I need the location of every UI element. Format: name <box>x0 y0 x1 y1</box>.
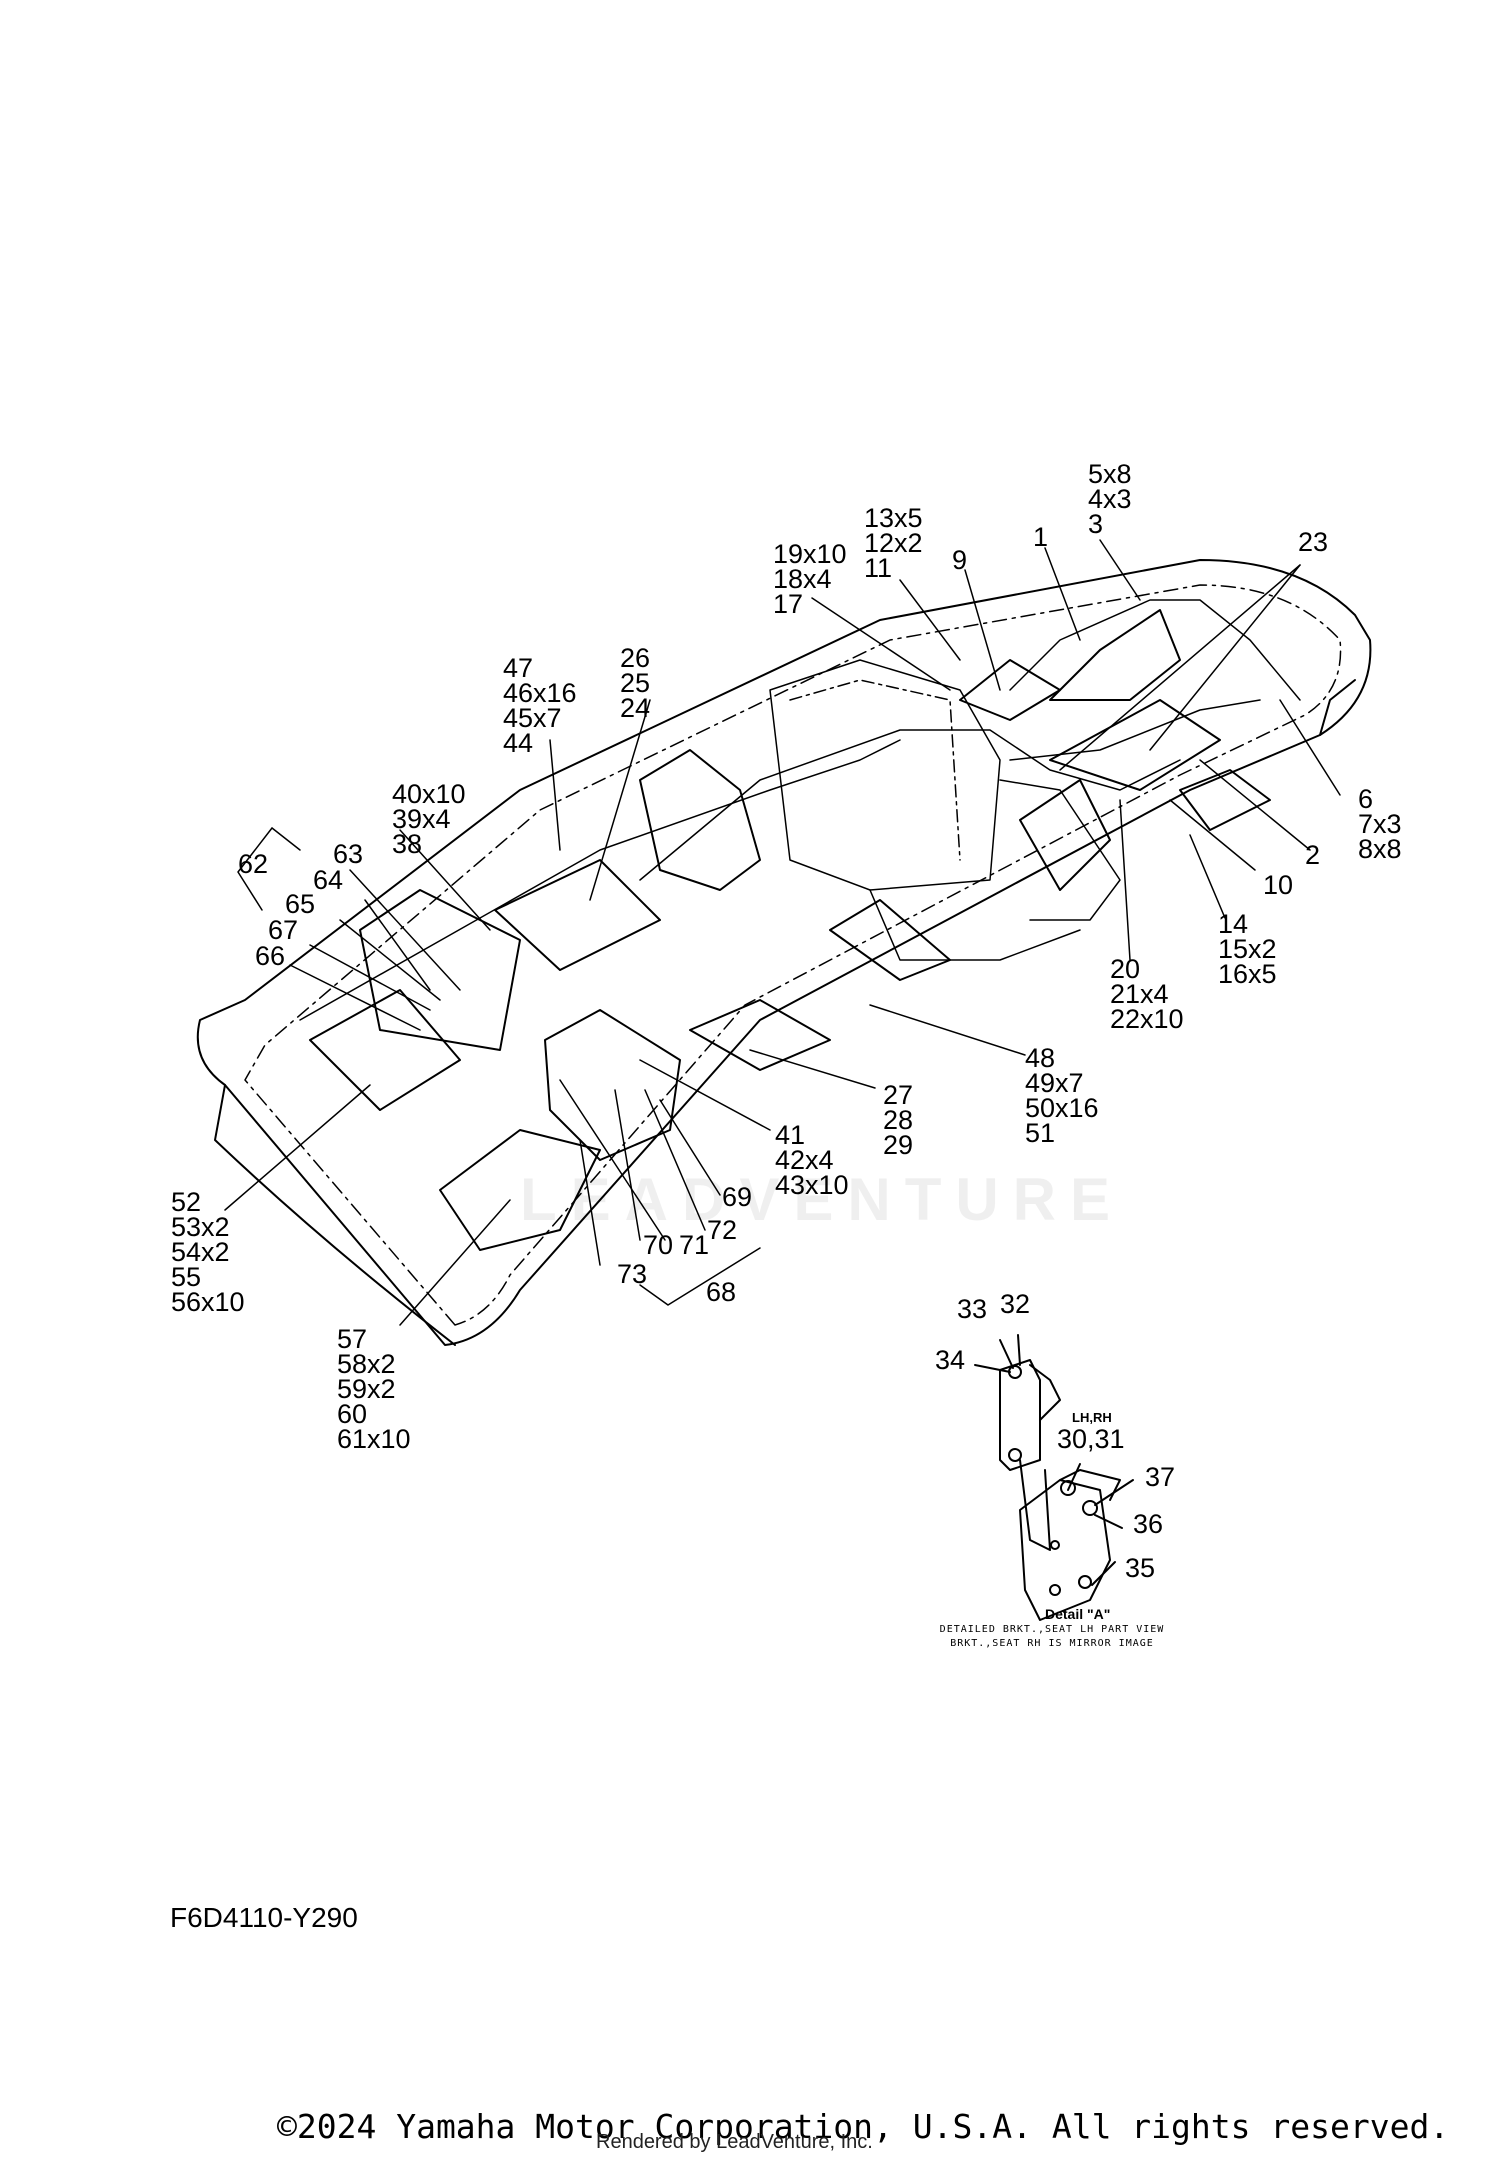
leader-lines <box>224 539 1341 1326</box>
detail-callout-label: 37 <box>1145 1462 1176 1492</box>
detail-caption-line-1: DETAILED BRKT.,SEAT LH PART VIEW <box>939 1624 1165 1635</box>
detail-title: Detail "A" <box>1045 1606 1111 1622</box>
callout-label: 62 <box>238 849 269 879</box>
detail-caption-line-2: BRKT.,SEAT RH IS MIRROR IMAGE <box>950 1638 1154 1649</box>
detail-callout-label: 30,31 <box>1057 1424 1125 1454</box>
detail-callout-label: 35 <box>1125 1553 1156 1583</box>
callout-label: 65 <box>285 889 316 919</box>
watermark: LEADVENTURE <box>520 1166 1125 1233</box>
part-code: F6D4110-Y290 <box>170 1902 358 1933</box>
callout-label: 23 <box>1298 527 1329 557</box>
detail-callout-label: 32 <box>1000 1289 1031 1319</box>
rendered-by-notice: Rendered by LeadVenture, Inc. <box>596 2131 873 2153</box>
callout-label: 69 <box>722 1182 753 1212</box>
hull-outline <box>196 559 1372 1346</box>
callout-label: 67 <box>268 915 299 945</box>
detail-callout-label: 36 <box>1133 1509 1164 1539</box>
callout-label: 72 <box>707 1215 738 1245</box>
group-brackets <box>237 827 761 1306</box>
callout-label: 68 <box>706 1277 737 1307</box>
callout-label: 73 <box>617 1259 648 1289</box>
callout-label: 63 <box>333 839 364 869</box>
callout-label: 1 <box>1033 522 1049 552</box>
callout-label: 66 <box>255 941 286 971</box>
callout-label: 2 <box>1305 840 1321 870</box>
seat-cushions <box>309 609 1271 1251</box>
detail-callout-label: 34 <box>935 1345 966 1375</box>
callout-label: 70 <box>643 1230 674 1260</box>
detail-a-bracket <box>974 1334 1134 1621</box>
detail-callout-label: 33 <box>957 1294 988 1324</box>
callout-label: 10 <box>1263 870 1294 900</box>
callout-label: 71 <box>679 1230 710 1260</box>
callout-label: 9 <box>952 545 968 575</box>
detail-side-label: LH,RH <box>1072 1410 1112 1425</box>
copyright-notice: ©2024 Yamaha Motor Corporation, U.S.A. A… <box>277 2107 1450 2146</box>
callout-label: 64 <box>313 865 344 895</box>
